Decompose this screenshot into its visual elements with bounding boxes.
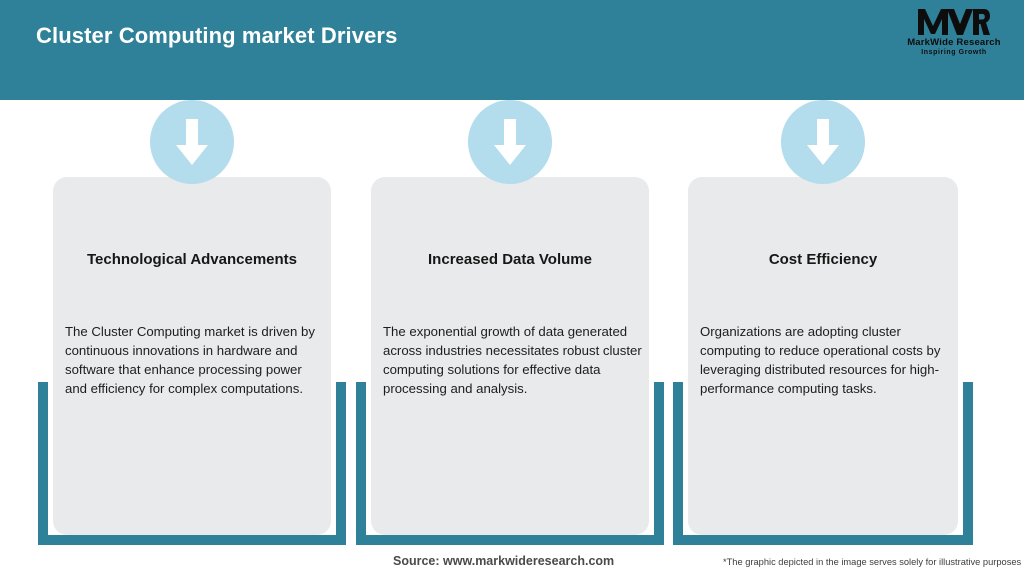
card-panel <box>688 177 958 535</box>
card-frame-accent <box>38 382 346 545</box>
frame-left-bar <box>38 382 48 545</box>
logo-tagline: Inspiring Growth <box>921 49 987 56</box>
header-bar: Cluster Computing market Drivers MarkWid… <box>0 0 1024 100</box>
card-panel <box>53 177 331 535</box>
frame-left-bar <box>356 382 366 545</box>
disclaimer-note: *The graphic depicted in the image serve… <box>723 557 1022 567</box>
card-frame-accent <box>356 382 664 545</box>
frame-right-bar <box>963 382 973 545</box>
card-body-text: Organizations are adopting cluster compu… <box>700 324 941 396</box>
down-arrow-icon <box>781 100 865 184</box>
frame-bottom-bar <box>38 535 346 545</box>
page-title: Cluster Computing market Drivers <box>36 23 398 48</box>
card-body-text: The exponential growth of data generated… <box>383 324 642 396</box>
down-arrow-icon <box>468 100 552 184</box>
mwr-monogram-icon <box>902 8 1006 38</box>
card-body-text: The Cluster Computing market is driven b… <box>65 324 315 396</box>
logo-company-name: MarkWide Research <box>907 37 1001 48</box>
driver-cards-row: Technological Advancements The Cluster C… <box>0 100 1024 546</box>
brand-logo: MarkWide Research Inspiring Growth <box>902 8 1006 60</box>
card-title: Cost Efficiency <box>768 251 878 268</box>
card-panel <box>371 177 649 535</box>
frame-right-bar <box>336 382 346 545</box>
driver-card[interactable]: Cost Efficiency Organizations are adopti… <box>673 100 973 546</box>
down-arrow-icon <box>150 100 234 184</box>
card-title: Increased Data Volume <box>428 251 592 268</box>
frame-bottom-bar <box>673 535 973 545</box>
source-label: Source: www.markwideresearch.com <box>393 554 615 568</box>
frame-left-bar <box>673 382 683 545</box>
card-frame-accent <box>673 382 973 545</box>
driver-card[interactable]: Technological Advancements The Cluster C… <box>38 100 346 546</box>
frame-right-bar <box>654 382 664 545</box>
card-title: Technological Advancements <box>86 251 298 268</box>
frame-bottom-bar <box>356 535 664 545</box>
driver-card[interactable]: Increased Data Volume The exponential gr… <box>356 100 664 546</box>
